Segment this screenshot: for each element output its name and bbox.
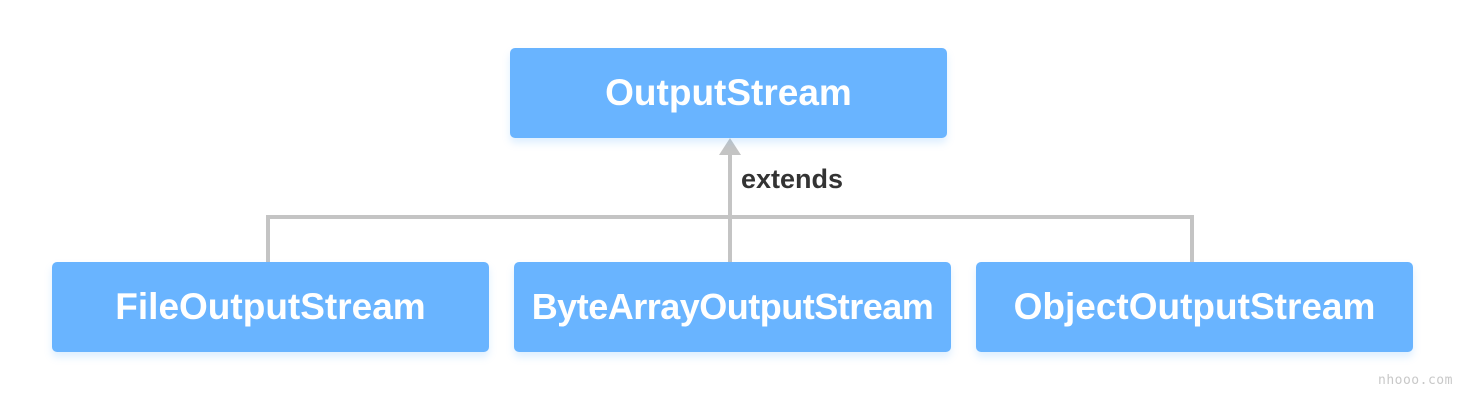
- child-class-label: ObjectOutputStream: [1013, 286, 1376, 327]
- watermark: nhooo.com: [1378, 373, 1453, 388]
- child-class-box-file: FileOutputStream: [52, 262, 489, 352]
- arrowhead-icon: [719, 138, 741, 155]
- parent-class-label: OutputStream: [605, 72, 852, 113]
- child-class-box-bytearray: ByteArrayOutputStream: [514, 262, 951, 352]
- child-class-box-object: ObjectOutputStream: [976, 262, 1413, 352]
- child-class-label: FileOutputStream: [115, 286, 426, 327]
- relationship-label: extends: [741, 164, 844, 194]
- parent-class-box: OutputStream: [510, 48, 947, 138]
- child-class-label: ByteArrayOutputStream: [531, 286, 934, 327]
